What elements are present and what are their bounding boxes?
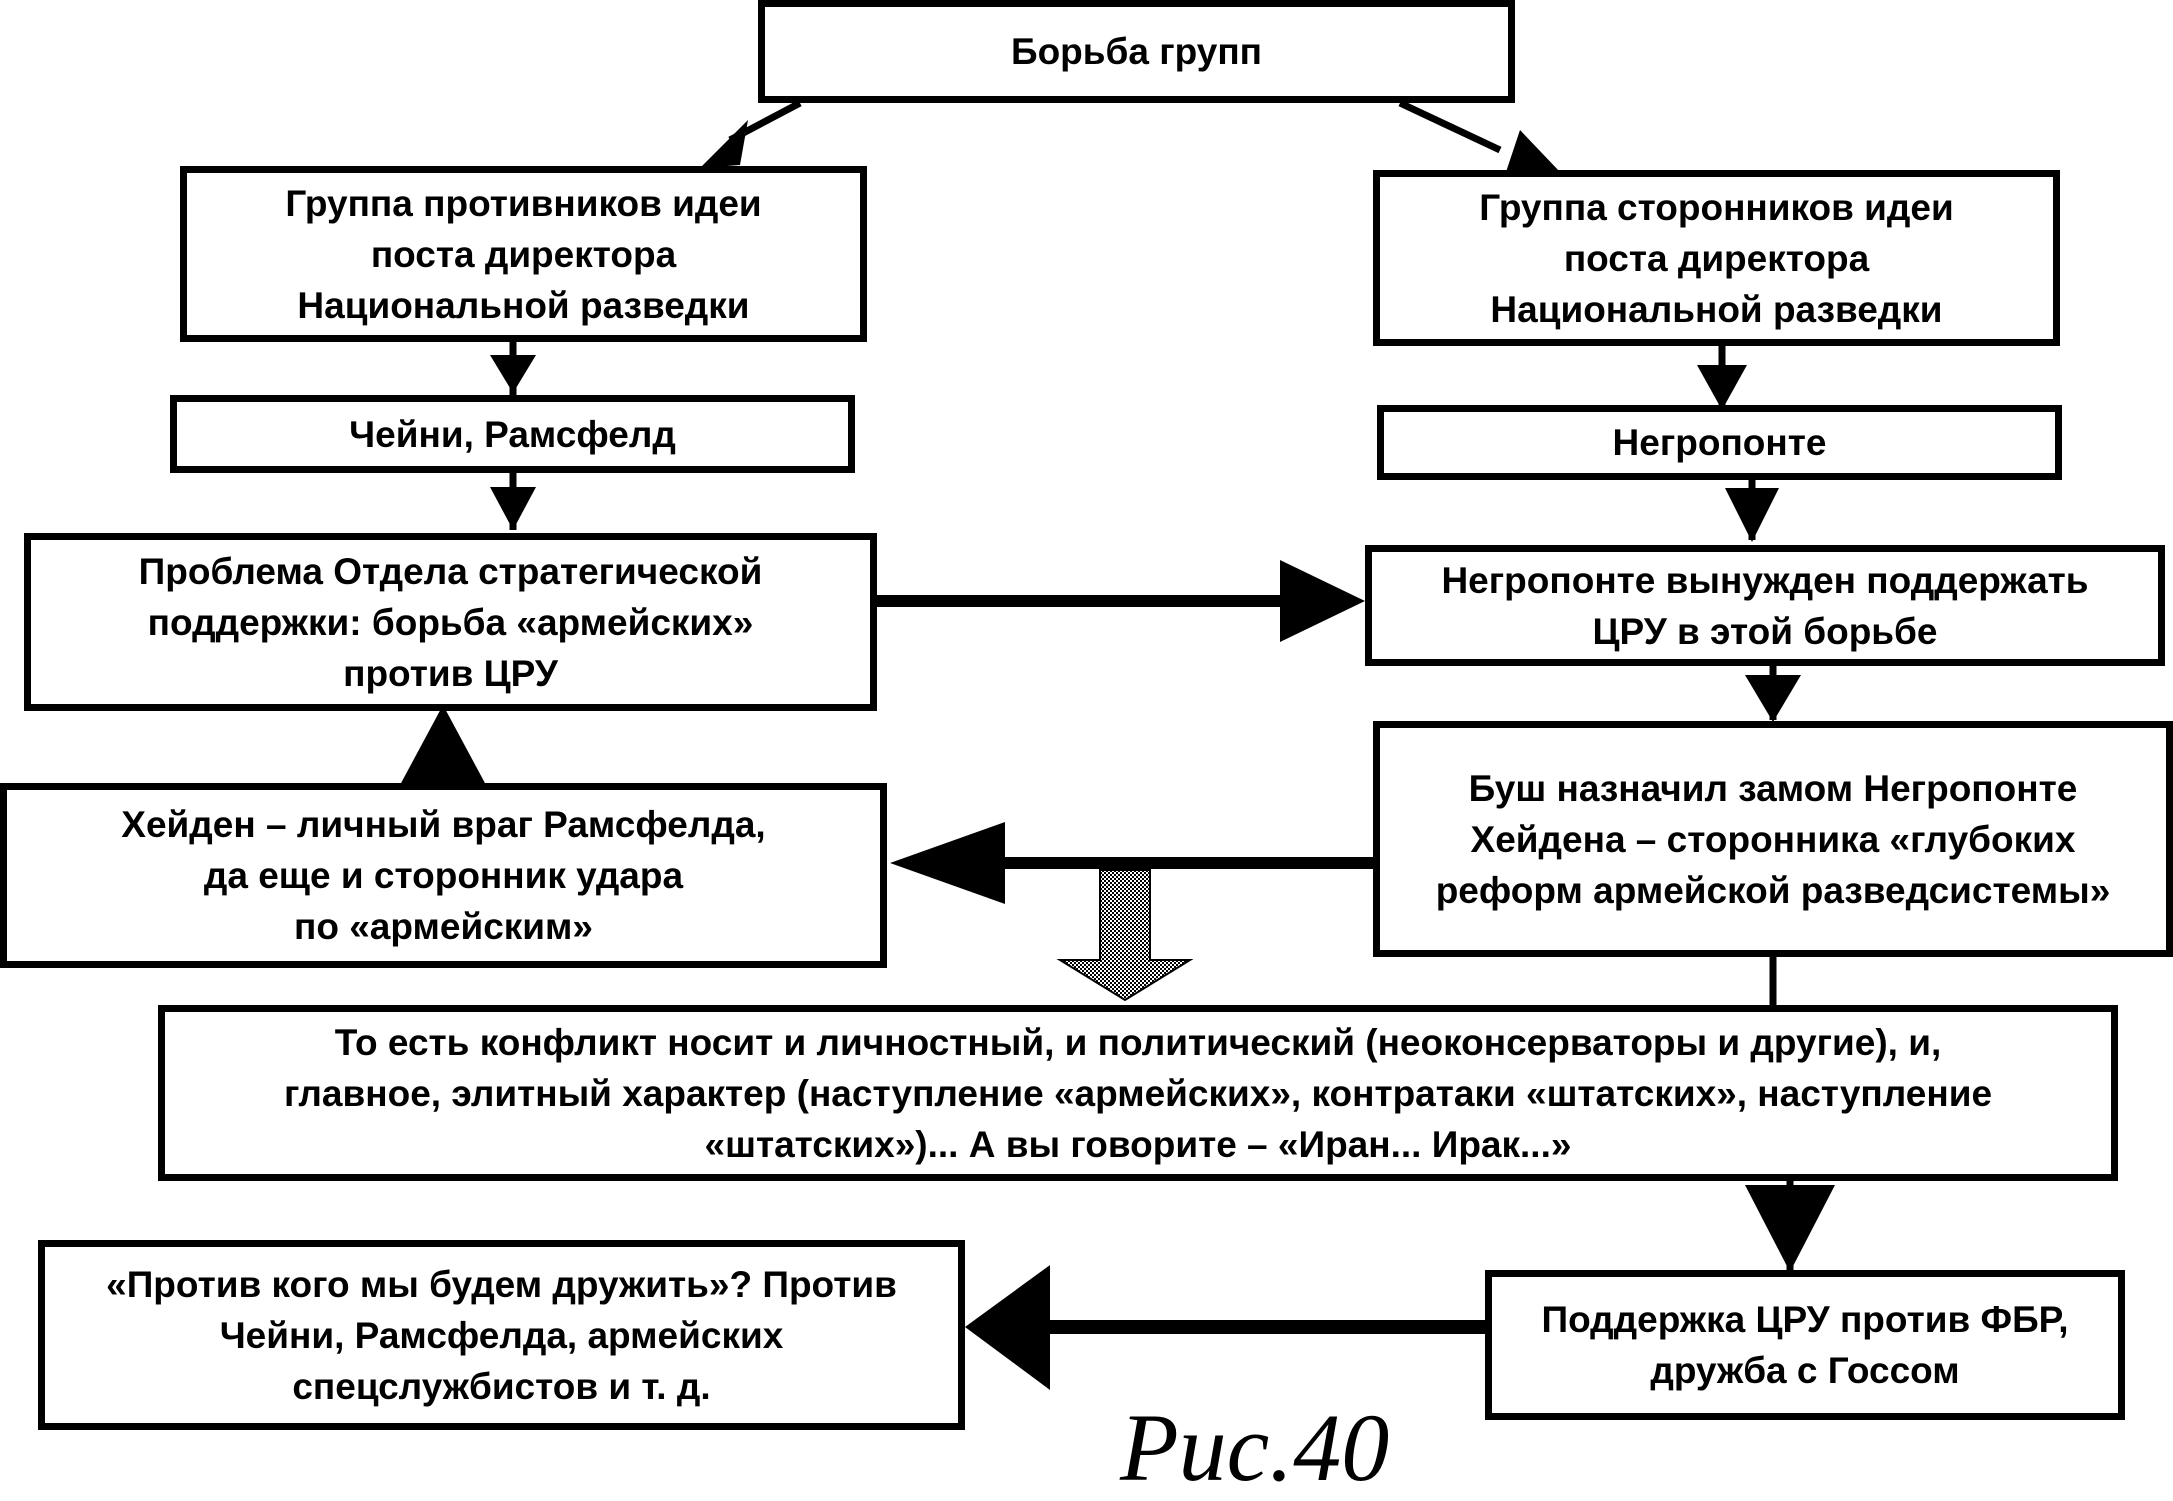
node-root: Борьба групп bbox=[758, 0, 1515, 103]
node-cia-support-label: Поддержка ЦРУ против ФБР, дружба с Госсо… bbox=[1541, 1299, 2069, 1391]
node-negroponte: Негропонте bbox=[1377, 405, 2062, 480]
node-negroponte-forced: Негропонте вынужден поддержать ЦРУ в это… bbox=[1365, 545, 2165, 666]
node-negroponte-forced-label: Негропонте вынужден поддержать ЦРУ в это… bbox=[1441, 559, 2089, 652]
node-hayden-label: Хейден – личный враг Рамсфелда, да еще и… bbox=[121, 804, 766, 947]
node-conclusion: То есть конфликт носит и личностный, и п… bbox=[158, 1005, 2118, 1181]
arrow-opponents-to-cheney bbox=[490, 340, 536, 395]
node-problem: Проблема Отдела стратегической поддержки… bbox=[24, 533, 877, 711]
node-against-whom: «Против кого мы будем дружить»? Против Ч… bbox=[38, 1240, 965, 1430]
node-supporters: Группа сторонников идеи поста директора … bbox=[1373, 170, 2060, 346]
node-root-label: Борьба групп bbox=[1010, 31, 1263, 72]
node-opponents: Группа противников идеи поста директора … bbox=[180, 166, 867, 342]
node-negroponte-label: Негропонте bbox=[1612, 422, 1827, 463]
node-problem-label: Проблема Отдела стратегической поддержки… bbox=[138, 550, 763, 694]
node-cia-support: Поддержка ЦРУ против ФБР, дружба с Госсо… bbox=[1485, 1270, 2125, 1420]
node-hayden: Хейден – личный враг Рамсфелда, да еще и… bbox=[0, 783, 887, 968]
node-opponents-label: Группа противников идеи поста директора … bbox=[285, 182, 762, 326]
arrow-conclusion-to-cia bbox=[1745, 1170, 1835, 1272]
arrow-cia-to-against bbox=[965, 1265, 1495, 1390]
node-cheney-rumsfeld-label: Чейни, Рамсфелд bbox=[349, 413, 676, 455]
arrow-bush-to-conclusion bbox=[1056, 869, 1194, 1002]
node-supporters-label: Группа сторонников идеи поста директора … bbox=[1479, 186, 1954, 330]
node-against-whom-label: «Против кого мы будем дружить»? Против Ч… bbox=[106, 1263, 897, 1407]
node-bush-appointed-label: Буш назначил замом Негропонте Хейдена – … bbox=[1435, 767, 2111, 911]
node-bush-appointed: Буш назначил замом Негропонте Хейдена – … bbox=[1373, 721, 2173, 957]
arrow-forced-to-bush bbox=[1745, 665, 1801, 722]
figure-caption: Рис.40 bbox=[1120, 1394, 1390, 1501]
node-cheney-rumsfeld: Чейни, Рамсфелд bbox=[170, 395, 855, 473]
arrow-negroponte-to-forced bbox=[1725, 476, 1779, 542]
arrow-supporters-to-negroponte bbox=[1697, 345, 1747, 410]
arrow-bush-to-hayden bbox=[890, 822, 1375, 904]
arrow-root-to-supporters bbox=[1398, 99, 1560, 175]
arrow-hayden-to-problem bbox=[400, 705, 486, 785]
arrow-cheney-to-problem bbox=[490, 470, 536, 530]
node-conclusion-label: То есть конфликт носит и личностный, и п… bbox=[283, 1021, 1993, 1165]
arrow-root-to-opponents bbox=[700, 99, 802, 168]
arrow-problem-to-forced bbox=[876, 560, 1365, 642]
